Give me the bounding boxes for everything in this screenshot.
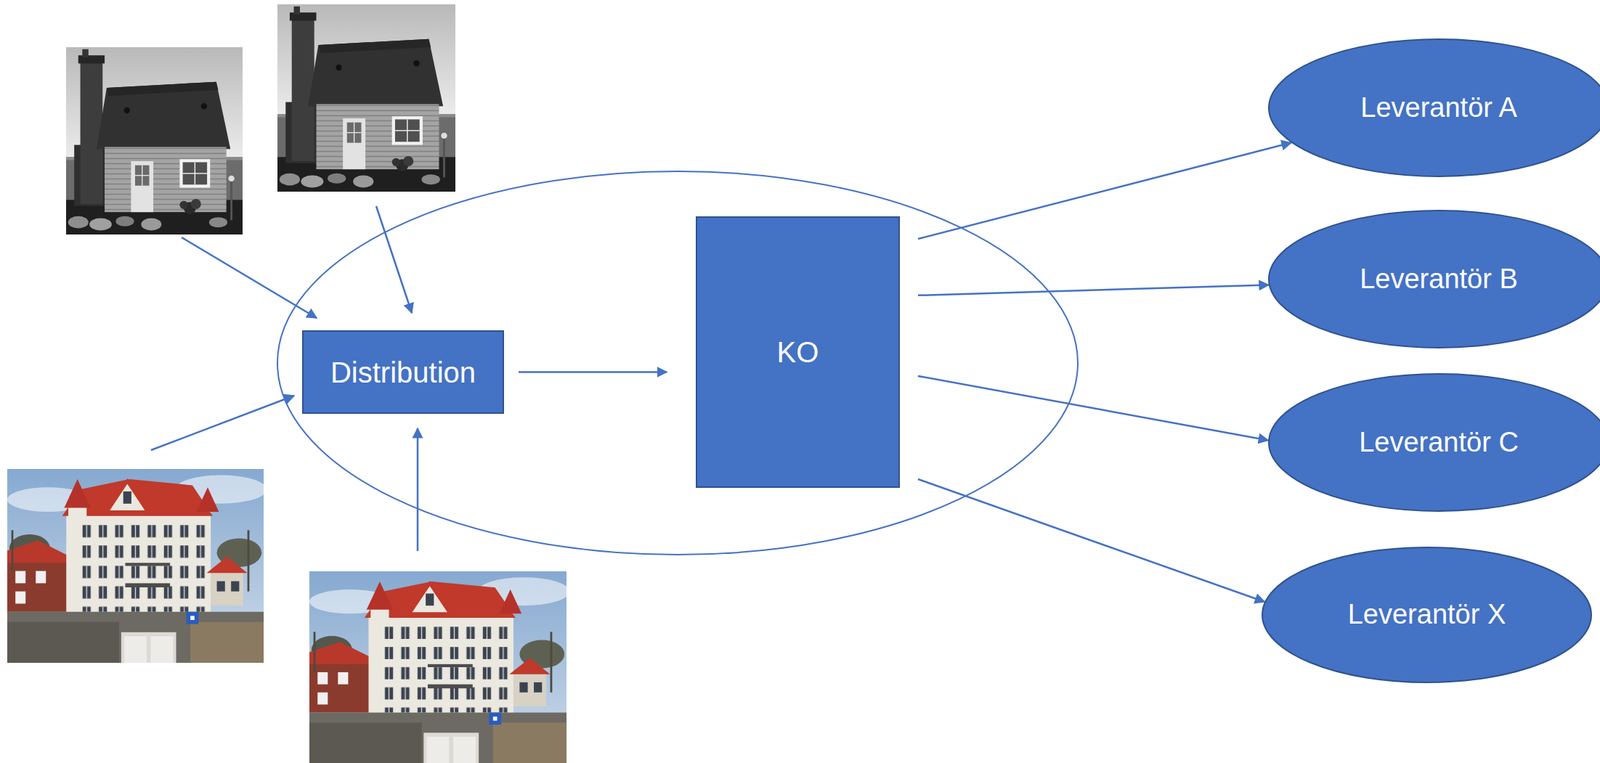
flow-arrow <box>918 479 1265 603</box>
house-photos <box>7 4 570 763</box>
input-arrow <box>416 428 420 552</box>
flow-arrow <box>918 143 1292 240</box>
node-label: Leverantör X <box>1347 599 1507 632</box>
node-label: Leverantör C <box>1358 427 1519 460</box>
supplier-ellipse: Leverantör X <box>1261 546 1593 684</box>
house-photo <box>277 4 456 192</box>
ellipse-outline <box>1268 374 1600 512</box>
ellipse-outline <box>1268 210 1600 348</box>
flow-arrow <box>918 376 1269 441</box>
process-box: KO <box>695 216 900 489</box>
node-label: Distribution <box>330 355 476 390</box>
supplier-ellipse: Leverantör C <box>1268 373 1600 513</box>
input-arrow <box>181 237 317 319</box>
process-box: Distribution <box>302 330 505 414</box>
supplier-ellipse: Leverantör B <box>1268 209 1600 349</box>
building-photo <box>309 571 570 763</box>
node-label: KO <box>777 335 820 369</box>
flow-arrow <box>918 285 1269 296</box>
building-photo <box>7 469 267 664</box>
house-photo <box>66 47 243 235</box>
ellipse-outline <box>1268 39 1600 177</box>
node-label: Leverantör B <box>1359 263 1518 296</box>
flow-arrow <box>518 371 667 374</box>
input-arrow <box>151 395 295 451</box>
input-arrow <box>376 206 412 314</box>
ellipse-outline <box>1262 547 1592 683</box>
supplier-ellipse: Leverantör A <box>1268 38 1600 178</box>
node-label: Leverantör A <box>1360 92 1517 125</box>
